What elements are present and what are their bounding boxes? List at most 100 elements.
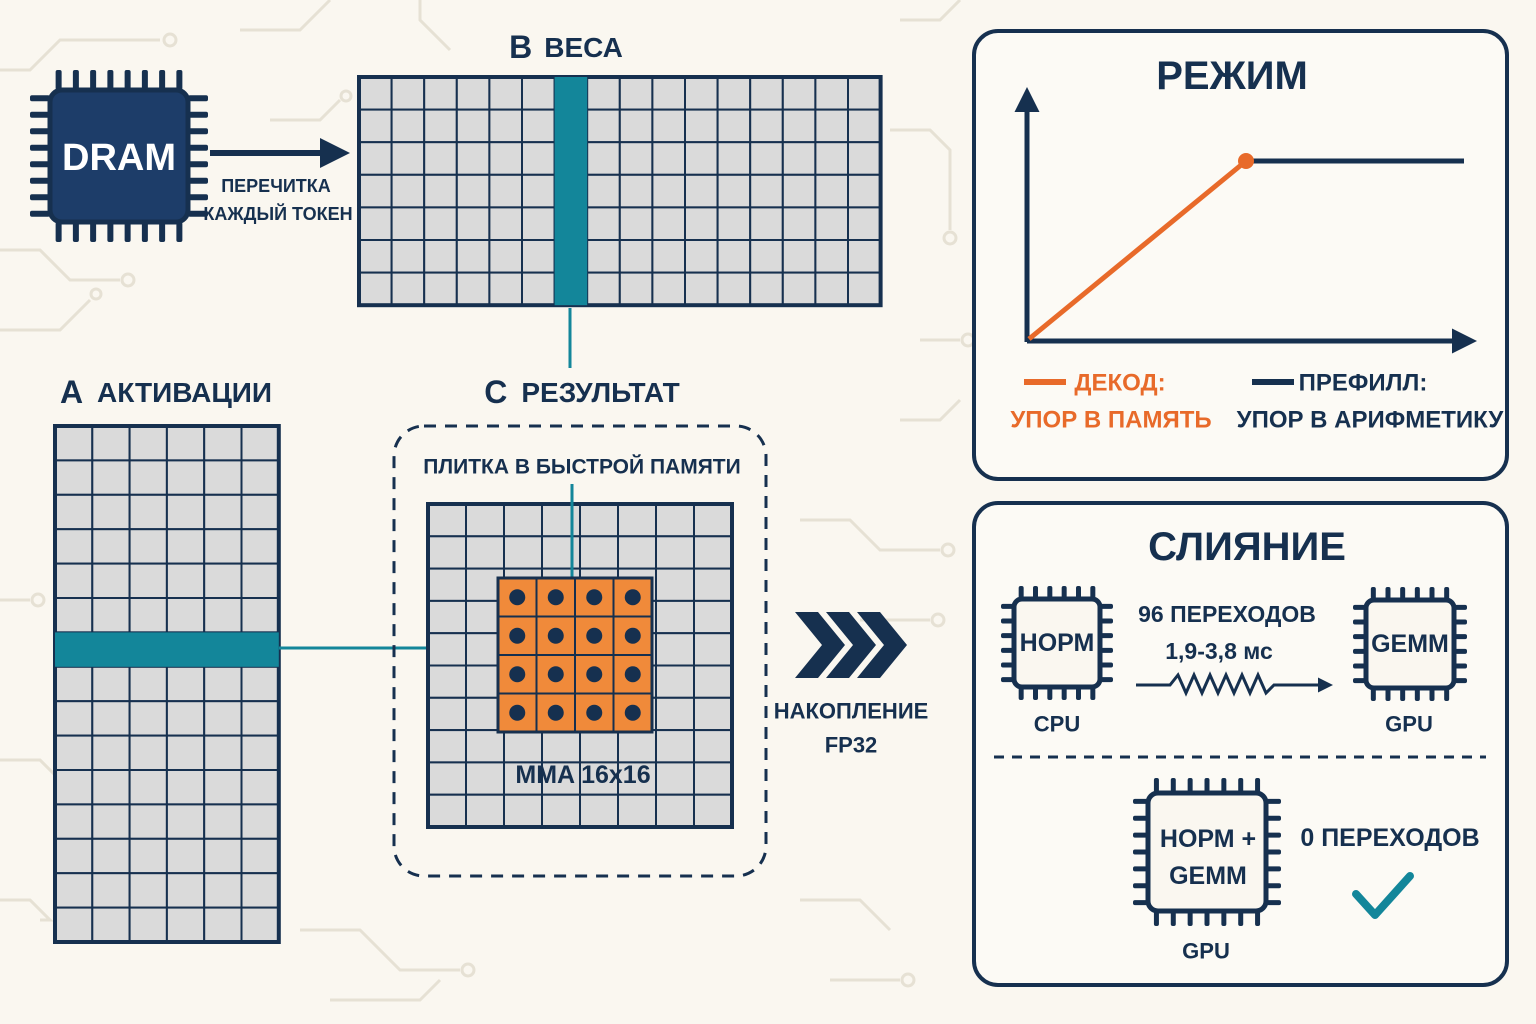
dram-pin — [188, 144, 208, 151]
weights-matrix-cell — [521, 108, 556, 144]
weights-matrix-cell — [618, 271, 654, 307]
cpu-chip: НОРМ — [1001, 586, 1113, 700]
activations-matrix-cell — [91, 597, 131, 634]
weights-matrix-cell — [847, 271, 882, 307]
weights-matrix-cell — [586, 141, 621, 176]
cpu-chip-pin — [1076, 687, 1081, 700]
gpu-gemm-chip-pin — [1385, 688, 1391, 701]
weights-matrix-cell — [781, 108, 817, 144]
activations-matrix-cell — [54, 700, 94, 737]
cpu-chip-pins — [1001, 586, 1113, 700]
weights-matrix-cell — [684, 206, 719, 241]
gpu-gemm-chip-pin — [1454, 619, 1467, 625]
dram-pin — [30, 194, 50, 201]
mma-element-dot — [624, 589, 641, 606]
weights-matrix-cell — [455, 141, 491, 176]
result-matrix-cell — [579, 503, 619, 538]
weights-matrix-cell — [521, 141, 556, 176]
dram-pin — [107, 70, 114, 90]
cpu-chip-pin — [1001, 633, 1014, 639]
weights-matrix-cell — [781, 271, 817, 307]
gpu-gemm-chip-pin — [1444, 587, 1450, 600]
activations-matrix-cell — [240, 700, 280, 737]
activations-matrix-cell — [91, 562, 131, 599]
weights-matrix-cell — [781, 239, 817, 274]
activations-matrix-cell — [240, 906, 280, 943]
activations-matrix-cell — [240, 597, 280, 634]
weights-matrix-cell — [488, 239, 523, 274]
weights-matrix-cell — [586, 173, 621, 209]
activations-matrix-cell — [165, 803, 206, 840]
activations-matrix-cell — [54, 665, 94, 703]
weights-matrix-cell — [455, 239, 491, 274]
weights-matrix-cell — [521, 271, 556, 307]
cpu-chip-pin — [1001, 647, 1014, 653]
weights-matrix-cell — [455, 108, 491, 144]
weights-matrix-cell — [716, 141, 752, 176]
fused-device-label: GPU — [1182, 939, 1230, 964]
weights-matrix-cell — [390, 108, 426, 144]
mma-element-dot — [547, 589, 564, 606]
dram-pin — [188, 95, 208, 102]
weights-matrix-cell — [358, 108, 393, 144]
result-matrix-border — [426, 502, 734, 829]
result-matrix-cell — [503, 503, 543, 538]
result-matrix-cell — [579, 729, 619, 764]
weights-matrix-cell — [618, 76, 654, 111]
result-matrix-cell — [465, 535, 505, 570]
result-matrix-cell — [655, 729, 695, 764]
activations-highlight-row — [55, 632, 279, 667]
weights-matrix-cell — [423, 108, 458, 144]
result-matrix-cell — [541, 729, 581, 764]
result-matrix-cell — [427, 567, 467, 602]
result-matrix-cell — [503, 729, 543, 764]
mma-element-dot — [586, 589, 603, 606]
activations-matrix-cell — [54, 803, 94, 840]
weights-matrix-cell — [749, 76, 784, 111]
weights-matrix-cell — [716, 108, 752, 144]
weights-matrix-cell — [749, 206, 784, 241]
fused-gpu-chip-pin — [1221, 778, 1227, 793]
dram-pin — [141, 222, 148, 242]
fused-gpu-chip-pin — [1266, 866, 1281, 872]
check-icon — [1352, 872, 1414, 919]
cpu-chip-pin — [1001, 662, 1014, 668]
activations-matrix-cell — [165, 459, 206, 496]
activations-matrix-cell — [128, 562, 168, 599]
dram-pin — [72, 222, 79, 242]
cpu-chip-pin — [1100, 677, 1113, 683]
activations-matrix-cell — [54, 528, 94, 565]
fused-gpu-chip-pin — [1133, 883, 1148, 889]
decode-legend-caption: УПОР В ПАМЯТЬ — [1010, 407, 1211, 434]
mode-panel-frame — [972, 29, 1509, 481]
weights-matrix-cell — [651, 141, 687, 176]
activations-matrix-cell — [203, 459, 243, 496]
weights-matrix-cell — [651, 271, 687, 307]
dram-pin — [30, 161, 50, 168]
weights-matrix-cell — [781, 206, 817, 241]
weights-matrix-cell — [423, 239, 458, 274]
dram-body — [47, 87, 191, 225]
activations-matrix-cell — [165, 562, 206, 599]
fused-gpu-chip-pin — [1204, 778, 1210, 793]
activations-matrix-cell — [91, 803, 131, 840]
activations-matrix-border — [53, 424, 281, 944]
activations-matrix-cell — [54, 837, 94, 875]
result-matrix-cell — [427, 503, 467, 538]
cpu-chip-pin — [1090, 687, 1096, 700]
gpu-gemm-chip-pin — [1400, 688, 1406, 701]
result-matrix-cell — [427, 664, 467, 699]
result-matrix-cell — [427, 632, 467, 667]
weights-letter: B — [509, 29, 532, 65]
dram-pin — [30, 144, 50, 151]
mma-element-dot — [586, 704, 603, 721]
activations-letter: A — [60, 374, 83, 410]
dram-pin — [90, 222, 97, 242]
dram-pin — [30, 95, 50, 102]
dram-pin — [188, 177, 208, 184]
circuit-nodes — [30, 32, 976, 988]
dram-pin — [107, 222, 114, 242]
weights-matrix-cell — [455, 271, 491, 307]
activations-matrix — [53, 424, 281, 944]
